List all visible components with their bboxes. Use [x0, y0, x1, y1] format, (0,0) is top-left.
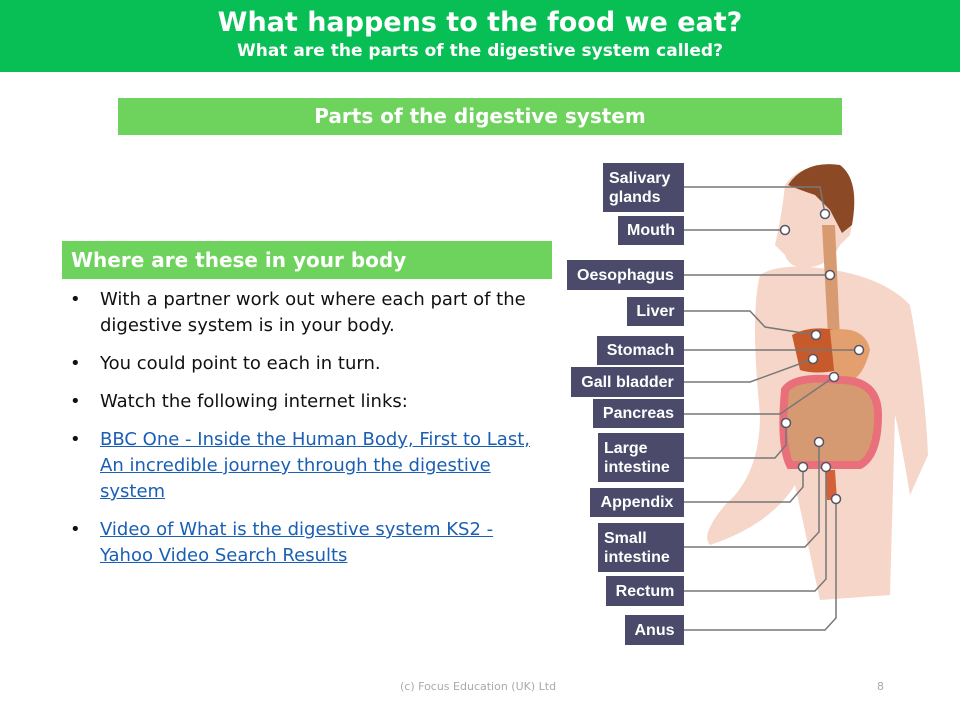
label-appendix: Appendix [590, 488, 684, 517]
page-number: 8 [877, 680, 884, 693]
section-title: Parts of the digestive system [118, 98, 842, 135]
label-pancreas: Pancreas [593, 399, 684, 428]
list-item: With a partner work out where each part … [70, 287, 550, 339]
body-illustration [684, 164, 928, 631]
label-stomach: Stomach [597, 336, 684, 365]
page-title: What happens to the food we eat? [217, 7, 743, 38]
label-oesophagus: Oesophagus [567, 260, 684, 290]
label-small-intestine: Small intestine [598, 523, 684, 572]
page-subtitle: What are the parts of the digestive syst… [237, 41, 723, 61]
label-gall-bladder: Gall bladder [571, 367, 684, 397]
label-anus: Anus [625, 615, 684, 645]
copyright: (c) Focus Education (UK) Ltd [400, 680, 557, 693]
activity-heading: Where are these in your body [62, 241, 552, 279]
label-mouth: Mouth [618, 216, 684, 245]
list-item: Watch the following internet links: [70, 389, 550, 415]
list-item: You could point to each in turn. [70, 351, 550, 377]
list-item: BBC One - Inside the Human Body, First t… [70, 427, 550, 505]
header-banner: What happens to the food we eat? What ar… [0, 0, 960, 72]
yahoo-video-link[interactable]: Video of What is the digestive system KS… [100, 519, 494, 566]
label-liver: Liver [627, 297, 684, 326]
list-item: Video of What is the digestive system KS… [70, 517, 550, 569]
bbc-link[interactable]: BBC One - Inside the Human Body, First t… [100, 429, 530, 502]
activity-list: With a partner work out where each part … [70, 287, 550, 581]
label-large-intestine: Large intestine [598, 433, 684, 482]
digestive-system-diagram: Salivary glands Mouth Oesophagus Liver S… [560, 155, 940, 655]
label-salivary-glands: Salivary glands [603, 163, 684, 212]
label-rectum: Rectum [606, 576, 684, 606]
